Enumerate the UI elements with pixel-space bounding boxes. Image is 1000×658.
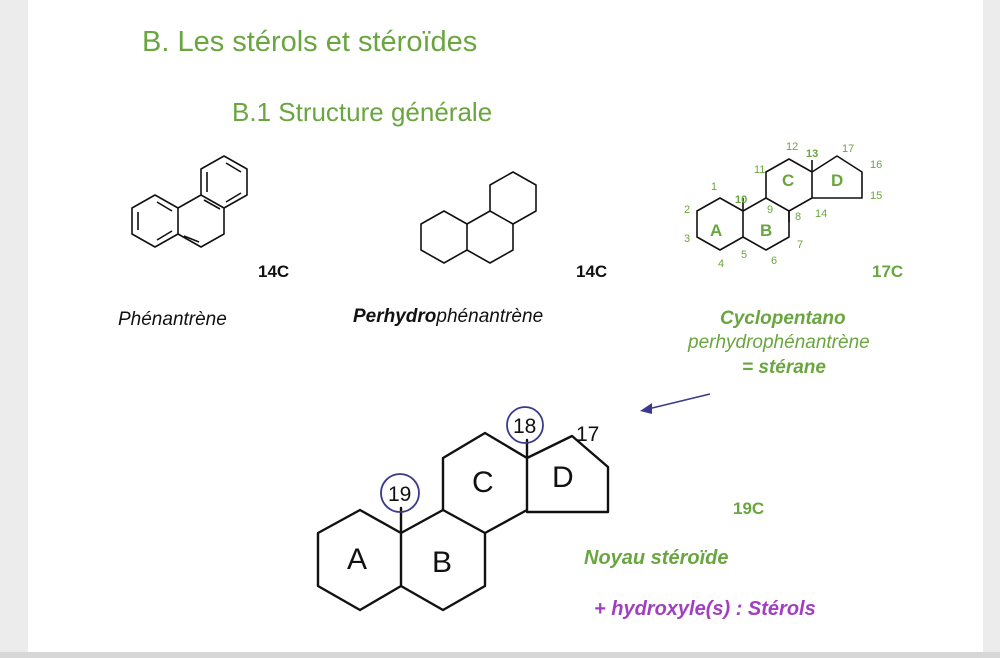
nucleus-ring-c: C xyxy=(472,466,494,499)
sterane-atom-8: 8 xyxy=(795,211,801,223)
slide xyxy=(28,0,983,652)
sterane-atom-14: 14 xyxy=(815,208,827,220)
sterane-atom-13: 13 xyxy=(806,148,818,160)
perhydro-name: Perhydrophénantrène xyxy=(353,306,543,328)
phenanthrene-name: Phénantrène xyxy=(118,309,227,330)
nucleus-number-19: 19 xyxy=(388,483,411,506)
sterane-name-line3: = stérane xyxy=(742,357,826,378)
sterane-ring-b: B xyxy=(760,221,772,240)
sterane-ring-c: C xyxy=(782,171,794,190)
sterane-atom-12: 12 xyxy=(786,141,798,153)
slide-title: B. Les stérols et stéroïdes xyxy=(142,26,478,58)
sterane-atom-4: 4 xyxy=(718,258,724,270)
phenanthrene-structure xyxy=(131,155,248,248)
steroid-nucleus-structure: 19 18 17 A B C D xyxy=(316,406,610,612)
sterane-atom-1: 1 xyxy=(711,181,717,193)
sterane-carbon-count: 17C xyxy=(872,262,904,281)
circle-18 xyxy=(506,406,544,444)
sterane-atom-16: 16 xyxy=(870,159,882,171)
nucleus-ring-a: A xyxy=(347,543,367,576)
sterane-atom-10: 10 xyxy=(735,194,747,206)
sterane-atom-5: 5 xyxy=(741,249,747,261)
nucleus-carbon-count: 19C xyxy=(733,499,765,518)
sterane-atom-3: 3 xyxy=(684,233,690,245)
nucleus-number-18: 18 xyxy=(513,415,536,438)
sterane-atom-17: 17 xyxy=(842,143,854,155)
nucleus-name: Noyau stéroïde xyxy=(584,547,729,569)
sterane-atom-9: 9 xyxy=(767,204,773,216)
sterane-atom-7: 7 xyxy=(797,239,803,251)
nucleus-ring-b: B xyxy=(432,546,452,579)
sterols-note: + hydroxyle(s) : Stérols xyxy=(594,598,816,620)
sterane-atom-11: 11 xyxy=(754,164,765,176)
sterane-ring-a: A xyxy=(710,221,722,240)
sterane-ring-d: D xyxy=(831,171,843,190)
slide-subtitle: B.1 Structure générale xyxy=(232,97,493,127)
perhydro-carbon-count: 14C xyxy=(576,262,608,281)
nucleus-number-17: 17 xyxy=(576,423,599,446)
nucleus-ring-d: D xyxy=(552,461,574,494)
circle-19 xyxy=(380,473,420,513)
pointer-arrow xyxy=(640,393,711,414)
sterane-structure: A B C D 1 2 3 4 5 6 7 8 9 10 11 12 13 14… xyxy=(684,141,882,270)
sterane-atom-15: 15 xyxy=(870,190,882,202)
sterane-name-line1: Cyclopentano xyxy=(720,308,846,329)
phenanthrene-carbon-count: 14C xyxy=(258,262,290,281)
sterane-name-line2: perhydrophénantrène xyxy=(688,332,870,353)
bottom-bar xyxy=(0,652,1000,658)
perhydrophenanthrene-structure xyxy=(420,171,537,264)
perhydro-name-rest: phénantrène xyxy=(436,306,544,327)
sterane-atom-2: 2 xyxy=(684,204,690,216)
sterane-atom-6: 6 xyxy=(771,255,777,267)
perhydro-name-bold: Perhydro xyxy=(353,306,437,327)
